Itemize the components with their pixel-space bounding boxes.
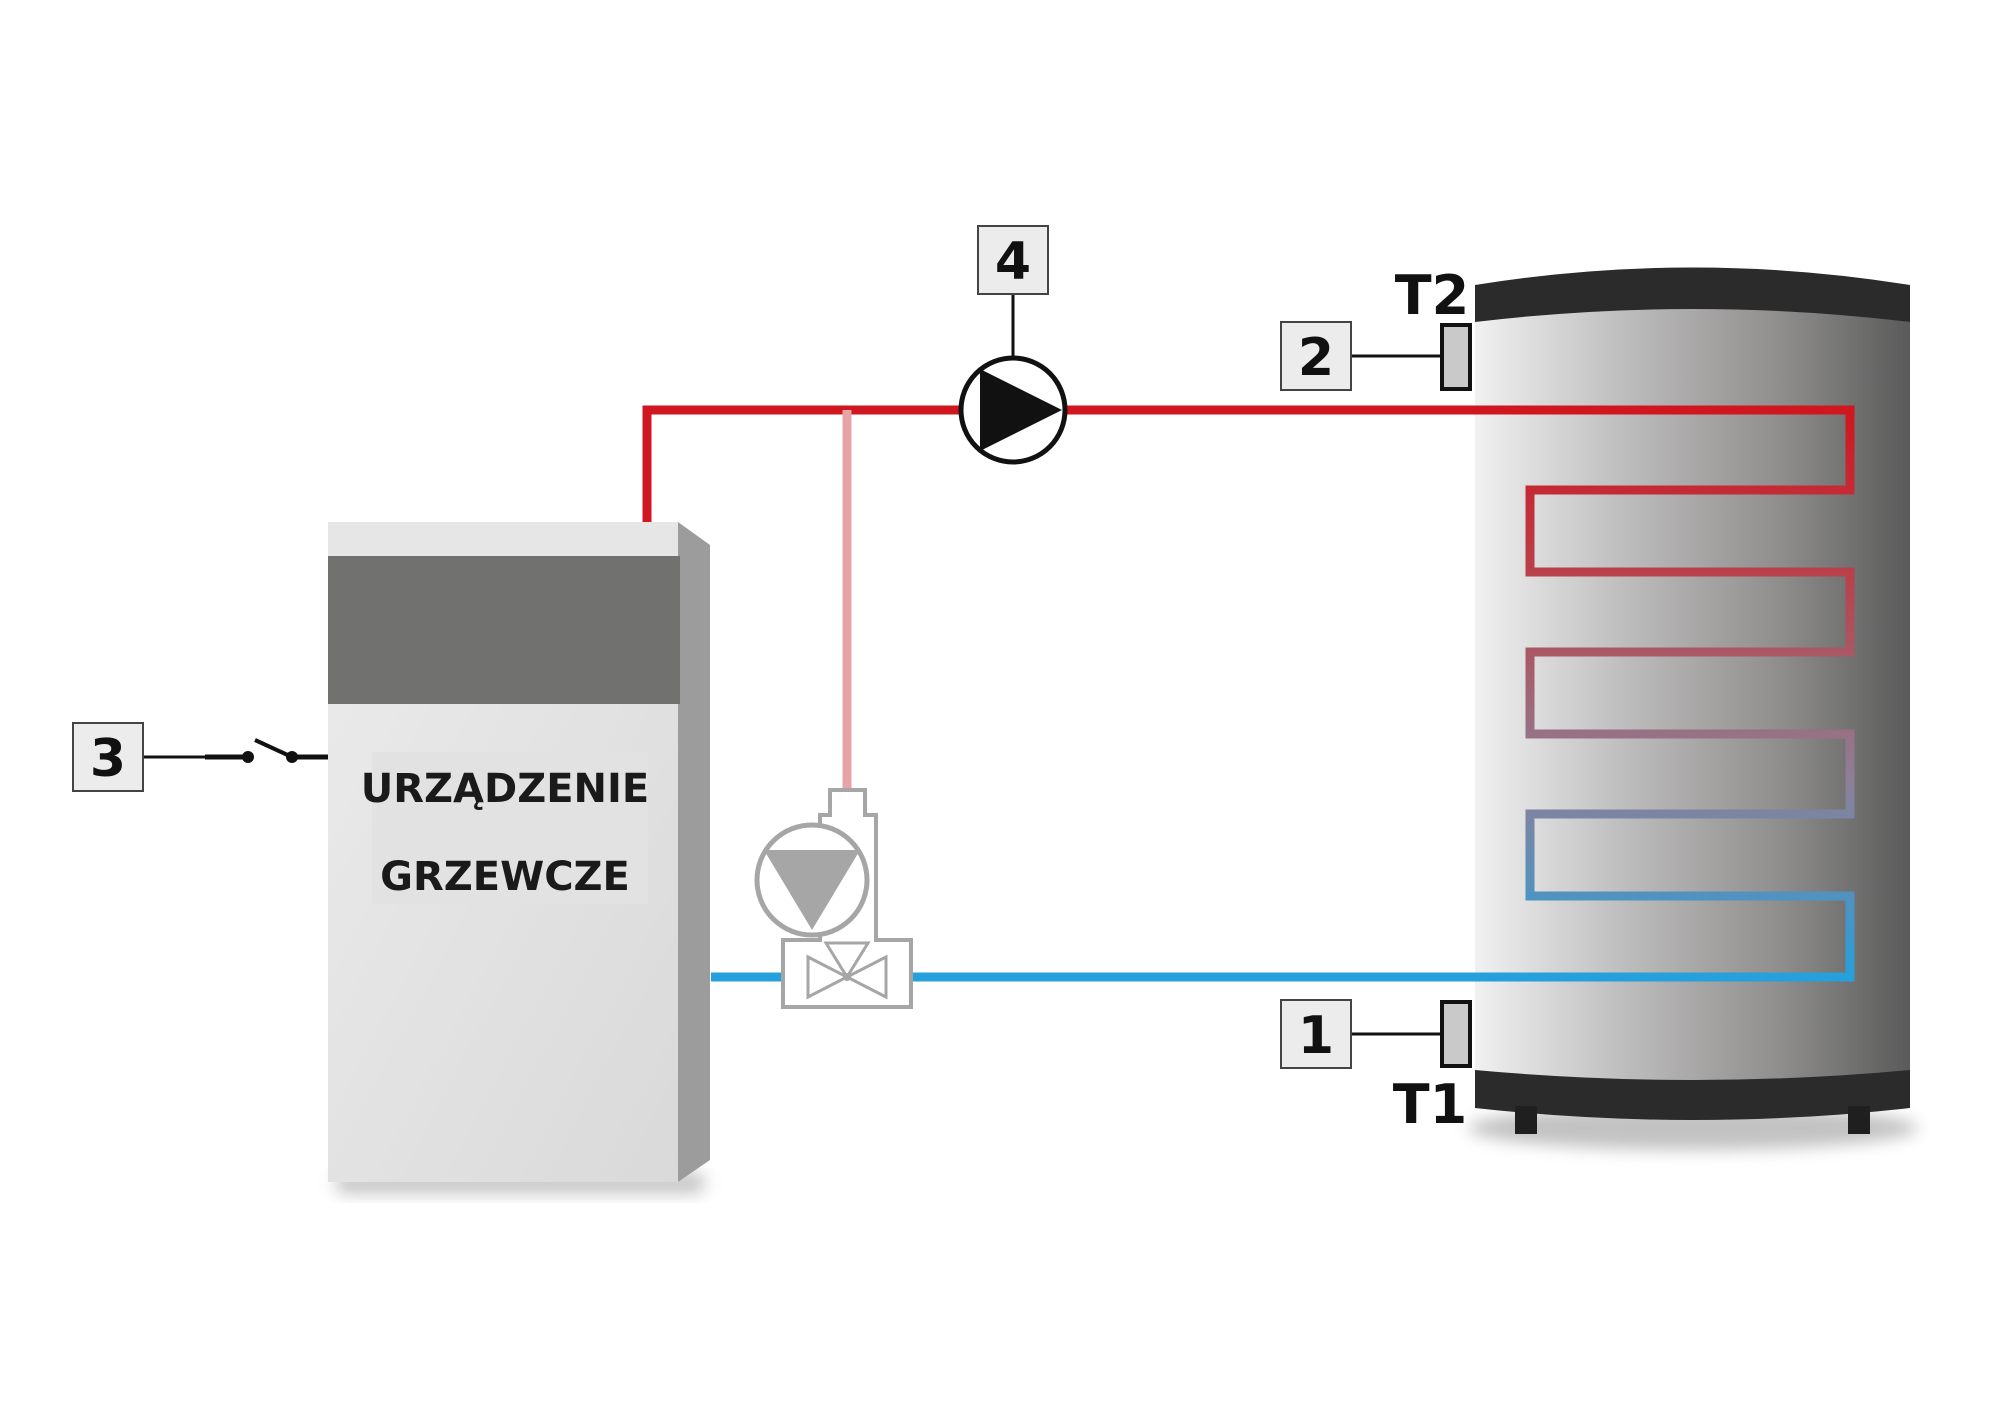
callout-2-label: 2 [1298,328,1334,388]
tank-body [1475,300,1910,1090]
sensor-t2-label: T2 [1395,264,1469,327]
three-way-valve-icon [806,941,888,1000]
sensor-t2: T2 [1351,264,1472,391]
tank-foot-right [1848,1106,1870,1134]
sensor-t1-body [1440,1000,1472,1068]
tank-foot-left [1515,1106,1537,1134]
callout-1-box [1280,999,1352,1069]
switch-contact-left [242,751,254,763]
callout-2: 2 [1280,321,1352,391]
callout-1-label: 1 [1298,1006,1334,1066]
boiler-label-plate [372,752,648,904]
callout-4-label: 4 [995,232,1031,292]
callout-3: 3 [72,722,144,792]
switch-line [143,738,328,763]
boiler-control-panel [328,556,680,704]
callout-3-label: 3 [90,729,126,789]
callout-4: 4 [977,225,1049,295]
pump-arrow-icon [980,369,1062,451]
circulation-pump [958,294,1068,465]
callout-4-box [977,225,1049,295]
callout-1: 1 [1280,999,1352,1069]
callout-2-box [1280,321,1352,391]
sensor-t1-label: T1 [1393,1073,1467,1136]
tank-floor-shadow [1468,1106,1918,1150]
storage-tank [1468,267,1918,1150]
boiler-side [678,522,710,1182]
tank-bottom-band [1475,1070,1910,1120]
heating-device: URZĄDZENIE GRZEWCZE [328,522,710,1194]
switch-icon [254,738,293,759]
mixing-pump-arrow-icon [764,850,860,930]
supply-pipe [642,405,1475,522]
tank-heating-coil [1475,405,1855,982]
sensor-t2-body [1440,323,1472,391]
sensor-t1: T1 [1351,1000,1472,1136]
callout-3-box [72,722,144,792]
device-label-line2: GRZEWCZE [380,854,630,900]
device-label-line1: URZĄDZENIE [361,766,649,812]
tank-top-band [1475,267,1910,322]
mixing-unit [754,788,913,1009]
boiler-top-strip [328,522,678,556]
